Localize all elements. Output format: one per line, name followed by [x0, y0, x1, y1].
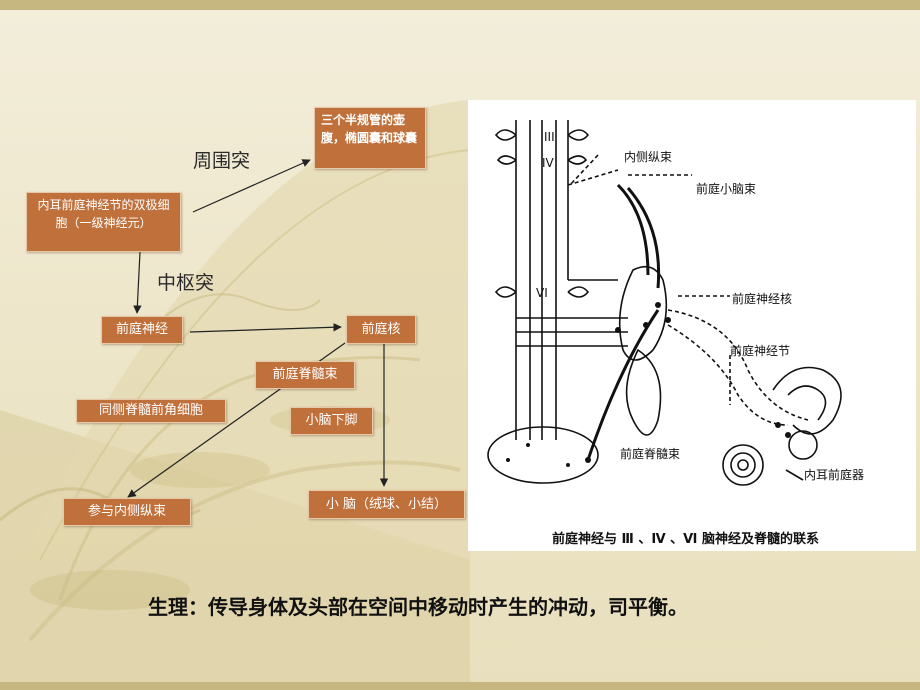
arrow-peripheral [192, 159, 311, 213]
peripheral-label: 周围突 [193, 150, 251, 172]
top-band [0, 0, 920, 10]
label-medial-longitudinal: 内侧纵束 [624, 150, 673, 164]
anatomy-drawing [487, 120, 842, 486]
label-vestibulospinal-tract: 前庭脊髓束 [620, 447, 681, 461]
label-roman-iv: IV [542, 156, 554, 170]
label-roman-iii: III [544, 130, 555, 144]
label-vestibular-ganglion: 前庭神经节 [730, 344, 791, 358]
box-vestibular-nucleus: 前庭核 [346, 315, 416, 344]
box-vestibular-nerve: 前庭神经 [101, 316, 183, 344]
figure-caption: 前庭神经与 Ⅲ 、Ⅳ 、Ⅵ 脑神经及脊髓的联系 [552, 532, 819, 547]
label-vestibular-nucleus: 前庭神经核 [732, 292, 793, 306]
bottom-band [0, 682, 920, 690]
arrow-central [133, 251, 142, 314]
label-roman-vi: VI [536, 286, 548, 300]
box-bipolar-cells: 内耳前庭神经节的双极细胞（一级神经元） [26, 192, 181, 252]
anatomy-figure: III IV VI 内侧纵束 前庭小脑束 前庭神经核 前庭神经节 前庭脊髓束 内… [468, 100, 916, 551]
central-label: 中枢突 [157, 272, 215, 294]
box-semicircular-canals: 三个半规管的壶腹，椭圆囊和球囊 [314, 107, 426, 169]
box-cerebellum: 小 脑（绒球、小结） [308, 490, 465, 519]
label-inner-ear-vestibule: 内耳前庭器 [804, 468, 865, 482]
arrow-nerve-to-nucleus [189, 323, 342, 333]
physiology-statement: 生理：传导身体及头部在空间中移动时产生的冲动，司平衡。 [148, 595, 688, 619]
box-ipsilateral-anterior-horn: 同侧脊髓前角细胞 [76, 399, 226, 423]
box-inferior-cerebellar-peduncle: 小脑下脚 [290, 407, 373, 435]
label-vestibulocerebellar-tract: 前庭小脑束 [696, 182, 757, 196]
box-vestibulospinal-tract: 前庭脊髓束 [255, 361, 355, 389]
box-medial-longitudinal-fasciculus: 参与内侧纵束 [63, 498, 191, 526]
